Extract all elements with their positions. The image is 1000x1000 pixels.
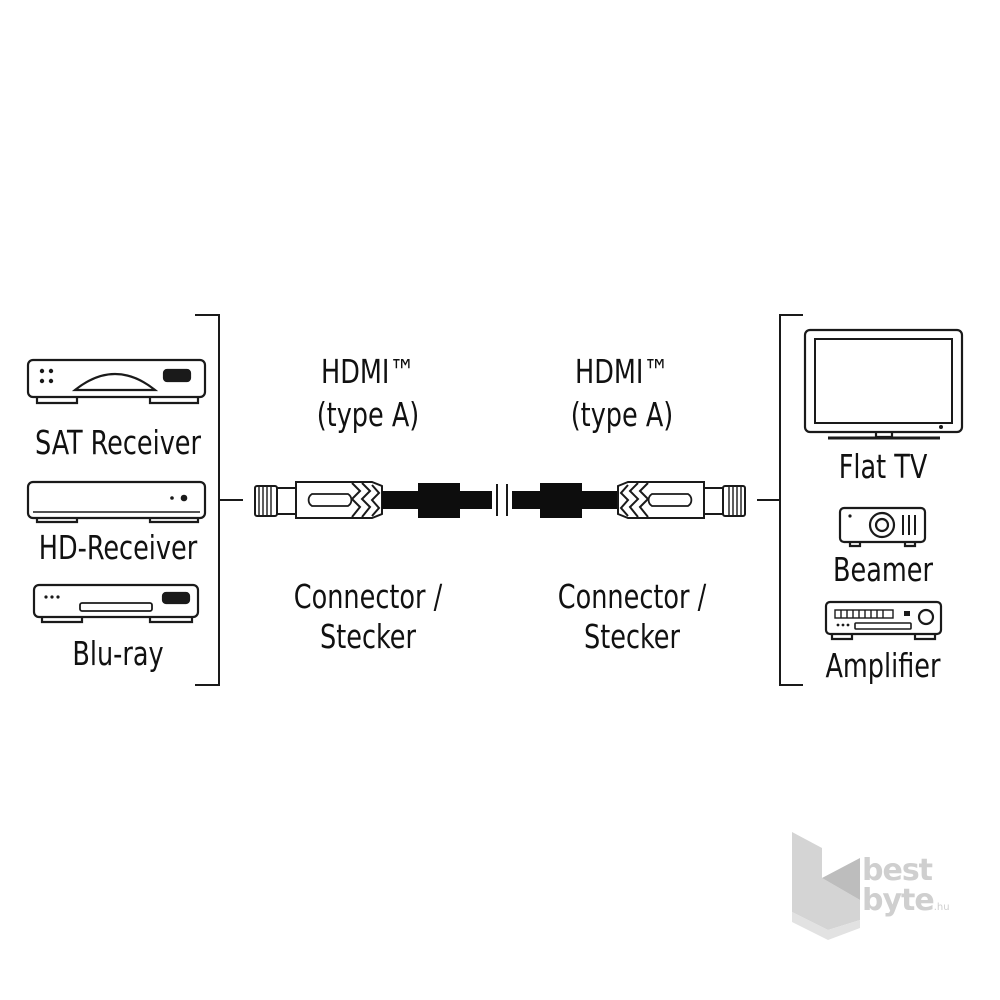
amplifier-icon [824,600,943,641]
left-connector-name-line2: Stecker [320,617,416,656]
watermark-line1: best [862,853,933,888]
flat-tv-icon [803,328,964,440]
right-bracket [757,314,803,686]
sat-receiver-icon [26,358,207,405]
bluray-player-icon [32,583,200,624]
left-connector-type-line2: (type A) [316,395,420,434]
right-connector-name-line1: Connector / [557,577,707,616]
watermark-line2: byte [862,883,935,918]
right-connector-type-line1: HDMI™ [575,352,669,391]
bestbyte-logo-icon [792,832,860,940]
sat-receiver-label: SAT Receiver [34,423,202,462]
left-hdmi-plug-icon [254,481,498,519]
watermark-suffix: .hu [933,902,950,913]
projector-icon [838,506,927,548]
watermark-text: best byte.hu [862,856,950,923]
hd-receiver-label: HD-Receiver [38,528,198,567]
hd-receiver-icon [26,480,207,524]
right-connector-type-line2: (type A) [570,395,674,434]
left-bracket [195,314,243,686]
left-connector-type-line1: HDMI™ [321,352,415,391]
right-hdmi-plug-icon [506,481,746,519]
hdmi-cable [254,481,746,519]
flat-tv-label: Flat TV [838,447,928,486]
beamer-label: Beamer [833,550,933,589]
left-connector-name-line1: Connector / [293,577,443,616]
bluray-label: Blu-ray [72,634,164,673]
right-connector-name-line2: Stecker [584,617,680,656]
amplifier-label: Amplifier [825,646,941,685]
